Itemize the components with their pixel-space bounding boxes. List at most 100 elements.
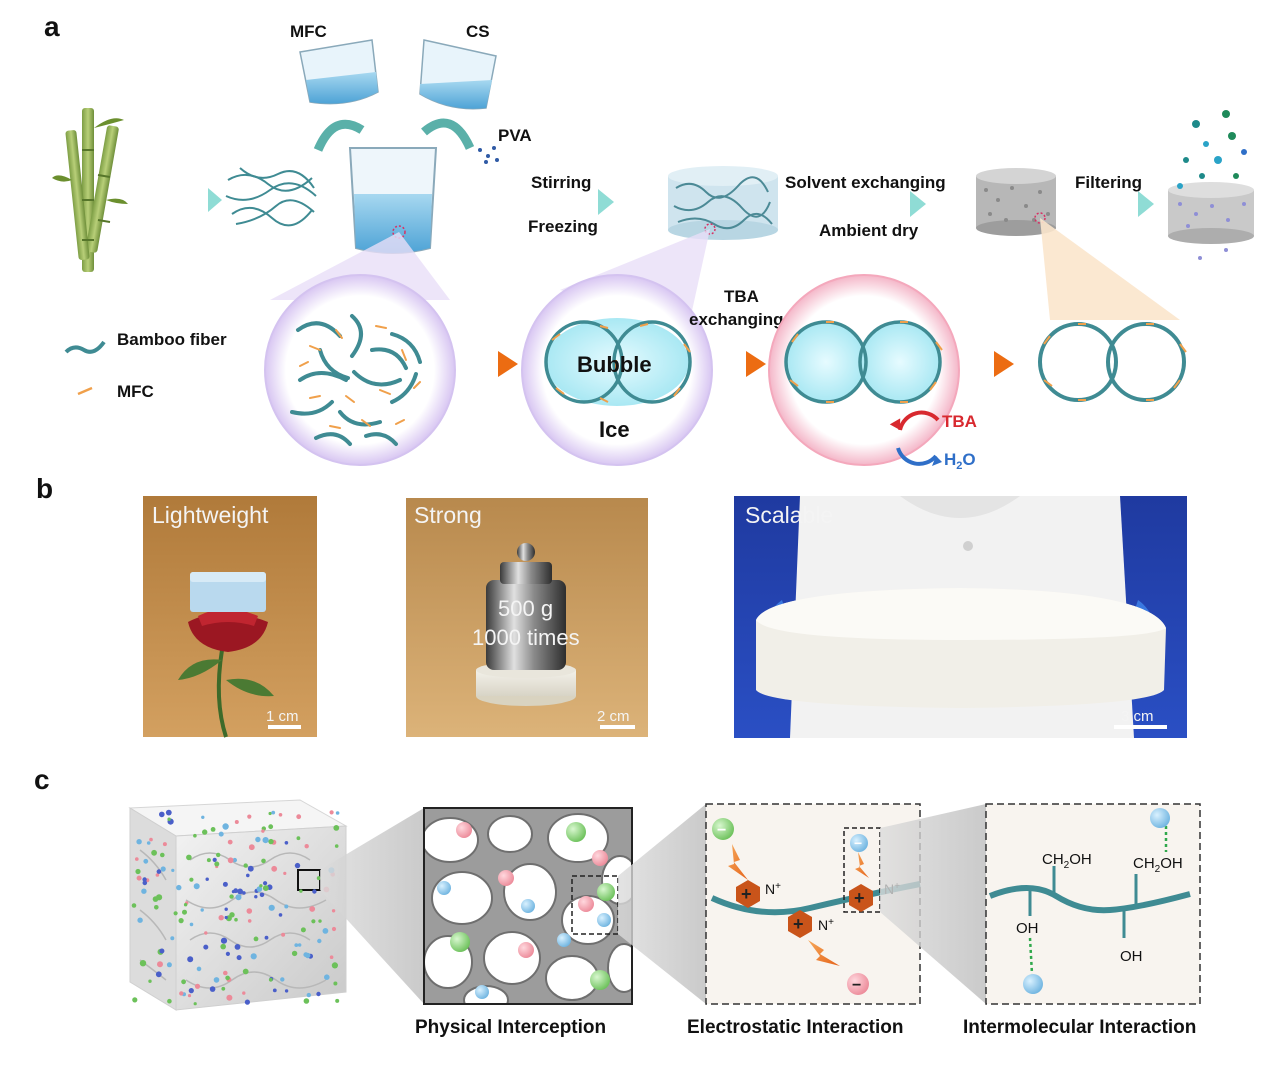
particle-dot [259, 884, 263, 888]
particle-dot [223, 970, 228, 976]
tba-h2o-cycle-icon [889, 410, 942, 466]
cation-hexagon-2 [849, 884, 873, 912]
n-plus-label-3: N+ [818, 917, 834, 933]
cs-label: CS [466, 22, 490, 41]
pva-dots [478, 146, 499, 164]
particle-dot [213, 977, 220, 983]
particle-dot [193, 833, 197, 838]
particle-dot [246, 873, 250, 878]
particle-dot [214, 861, 220, 867]
particle-dot [254, 895, 258, 899]
particle-dot [309, 906, 316, 912]
particle-dot [131, 903, 137, 908]
particle-dot [300, 927, 306, 933]
particle-dot [165, 809, 172, 816]
particle-dot [235, 894, 242, 901]
particle-dot [146, 841, 151, 845]
particle-dot [261, 829, 265, 833]
ch2oh-label-2: CH2OH [1133, 855, 1183, 875]
particle-dot [331, 926, 337, 932]
legend-mfc-swatch [77, 386, 93, 396]
particle-dot [162, 842, 167, 847]
particle-dot [156, 869, 162, 874]
photo-lightweight [143, 496, 317, 738]
orange-arrow-1-head [498, 351, 518, 377]
particle-dot [220, 937, 228, 944]
particle-dot [253, 936, 259, 942]
particle-dot [318, 919, 322, 923]
mfc-label: MFC [290, 22, 327, 41]
zoom-cone-3 [1040, 218, 1180, 320]
particle-dot [303, 998, 310, 1004]
particle-dot [136, 839, 142, 845]
particle-dot [167, 817, 171, 821]
particle-dot [271, 810, 276, 815]
particle-dot [247, 865, 254, 872]
filtering-label: Filtering [1075, 173, 1142, 192]
particle-dot [137, 917, 143, 923]
particle-dot [316, 876, 321, 881]
particle-dot [224, 907, 228, 911]
particle-dot [149, 837, 153, 842]
orange-arrow-3-head [994, 351, 1014, 377]
particle-dot [187, 994, 192, 998]
strong-title: Strong [414, 502, 482, 528]
particle-dot [226, 994, 233, 1001]
panel-label-b: b [36, 473, 53, 504]
particle-dot [187, 956, 194, 963]
adsorbed-particles [131, 809, 340, 1006]
particle-dot [202, 829, 208, 835]
particle-dot [222, 881, 228, 887]
particle-dot [244, 999, 250, 1005]
final-pore-structure [1038, 322, 1187, 402]
lightweight-title: Lightweight [152, 502, 269, 528]
particle-dot [205, 877, 209, 881]
particle-dot [234, 944, 241, 950]
particle-dot [255, 836, 261, 843]
freezing-label: Freezing [528, 217, 598, 236]
particle-dot [186, 854, 192, 861]
particle-dot [264, 935, 269, 940]
minus-sign-3: − [852, 977, 861, 994]
ch2oh-label-1: CH2OH [1042, 851, 1092, 871]
strong-scale-label: 2 cm [597, 708, 630, 725]
charge-signs: − − − + + + [717, 822, 865, 994]
particle-dot [141, 888, 147, 894]
particle-dot [237, 888, 244, 895]
pouring-beaker-mfc [299, 39, 379, 105]
pour-stream-right [421, 118, 475, 150]
particle-dot [173, 911, 178, 916]
physical-interception-box [423, 807, 633, 1005]
particle-dot [278, 813, 283, 817]
particle-dot [154, 905, 159, 910]
particle-dot [136, 875, 142, 881]
particle-dot [248, 844, 255, 851]
functional-group-labels: CH2OH CH2OH OH OH [1016, 851, 1183, 965]
pva-label: PVA [498, 126, 532, 145]
frozen-hydrogel-cylinder [668, 166, 778, 240]
process-arrow-2-head [598, 189, 614, 215]
tba-exchanging-label-line2: exchanging [689, 310, 783, 329]
particle-dot [333, 825, 340, 831]
process-arrow-1-head [208, 188, 222, 212]
particle-dot [296, 836, 301, 841]
pour-stream-left [313, 119, 365, 152]
legend-fiber-swatch [64, 340, 106, 354]
particle-dot [182, 909, 187, 915]
particle-dot [278, 913, 283, 917]
particle-dot [151, 849, 158, 856]
photo-scalable [734, 496, 1187, 738]
particle-dot [268, 904, 275, 911]
minus-sign-1: − [717, 822, 726, 839]
plus-sign-3: + [793, 914, 804, 934]
mixing-beaker [348, 147, 438, 254]
particle-dot [322, 928, 329, 934]
particle-dot [157, 961, 163, 968]
particle-dot [334, 844, 339, 848]
particle-dot [294, 862, 301, 869]
particle-dot [296, 814, 302, 820]
fiber-mix-circle [264, 274, 456, 466]
panel-label-a: a [44, 11, 60, 42]
particle-dot [291, 950, 298, 957]
